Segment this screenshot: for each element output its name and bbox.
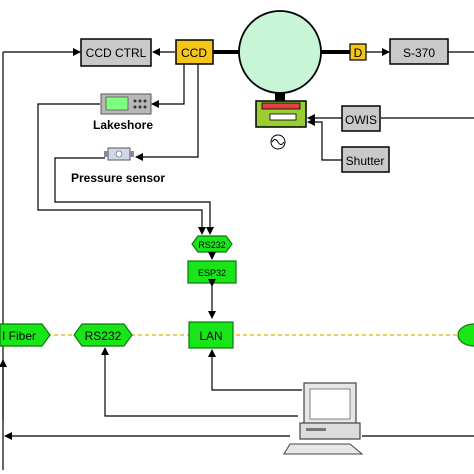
pressure-sensor-label: Pressure sensor — [71, 171, 165, 185]
rs232-top-label: RS232 — [198, 240, 226, 250]
pressure-gauge-icon — [104, 147, 134, 161]
lakeshore-to-rs232-wire — [37, 103, 206, 235]
pressure-to-rs232-wire — [54, 157, 214, 235]
vacuum-chamber — [238, 10, 322, 94]
computer-to-lan-wire — [208, 349, 302, 391]
right-bus-node — [457, 323, 474, 347]
owis-box — [341, 105, 381, 132]
chamber-neck — [275, 93, 285, 101]
lakeshore-monitor-icon — [100, 93, 152, 115]
lan-box — [188, 321, 234, 349]
ccd-ctrl-label: CCD CTRL — [86, 46, 147, 60]
lakeshore-label: Lakeshore — [93, 118, 153, 132]
shutter-label: Shutter — [346, 154, 385, 168]
rs232-top-node — [191, 235, 233, 253]
fiber-label: I Fiber — [2, 329, 36, 343]
s370-label: S-370 — [403, 46, 435, 60]
owis-label: OWIS — [345, 113, 377, 127]
computer-icon — [283, 382, 364, 455]
shutter-to-detector-wire — [307, 118, 342, 161]
esp32-label: ESP32 — [198, 268, 226, 278]
computer-to-rs232-wire — [101, 347, 298, 417]
s370-box — [389, 38, 449, 65]
ccd-box — [175, 39, 214, 65]
d-label: D — [354, 46, 363, 60]
ccd-to-lakeshore-wire — [151, 64, 185, 108]
wire-to-pressure-sensor — [135, 64, 199, 161]
ccd-ctrl-box — [80, 38, 152, 67]
fiber-node — [0, 323, 51, 347]
rs232-bus-label: RS232 — [85, 329, 122, 343]
sine-wave-icon — [270, 134, 286, 150]
rs232-bus-node — [73, 323, 133, 347]
ccd-label: CCD — [181, 46, 207, 60]
lan-label: LAN — [199, 329, 222, 343]
detector-icon — [255, 100, 307, 128]
